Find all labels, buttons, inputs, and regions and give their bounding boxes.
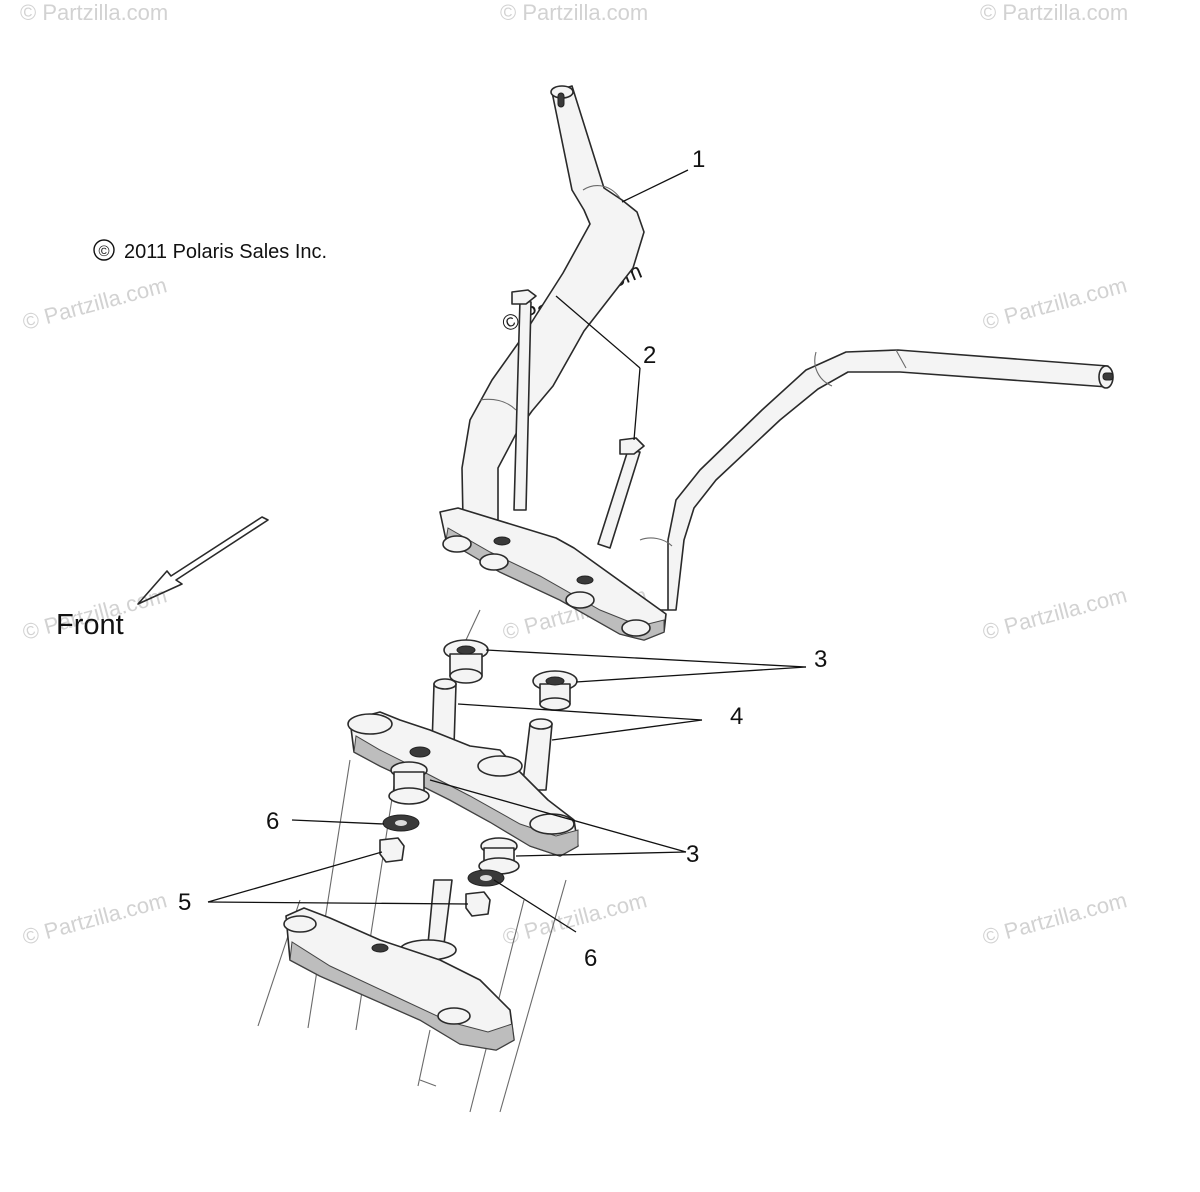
callout-3-lower: 3 [686,841,699,868]
copyright-notice: © 2011 Polaris Sales Inc. [93,239,327,263]
watermark-left-1: © Partzilla.com [20,272,170,335]
watermark-top-right: © Partzilla.com [980,0,1128,25]
watermark-center-3: © Partzilla.com [500,887,650,950]
watermark-top-left: © Partzilla.com [20,0,168,25]
watermark-left-3: © Partzilla.com [20,887,170,950]
leader-lines [207,169,807,933]
callout-numbers: 1 2 3 4 3 6 5 6 [178,146,827,972]
copyright-symbol: © [98,243,109,260]
watermark-top-center: © Partzilla.com [500,0,648,25]
callout-6-left: 6 [266,808,279,835]
callout-4: 4 [730,703,743,730]
watermark-right-3: © Partzilla.com [980,887,1130,950]
copyright-text: 2011 Polaris Sales Inc. [124,241,327,263]
triple-clamp-assembly [257,609,579,1113]
callout-1: 1 [692,146,705,173]
watermark-right-2: © Partzilla.com [980,582,1130,645]
front-direction-arrow-icon [137,516,269,605]
callout-6-right: 6 [584,945,597,972]
watermark-right-1: © Partzilla.com [980,272,1130,335]
handlebar-part [439,85,1114,641]
bolt-part [511,289,645,549]
copyright-icon [93,239,115,261]
callout-2: 2 [643,342,656,369]
front-label: Front [56,609,124,641]
callout-5: 5 [178,889,191,916]
callout-3-upper: 3 [814,646,827,673]
